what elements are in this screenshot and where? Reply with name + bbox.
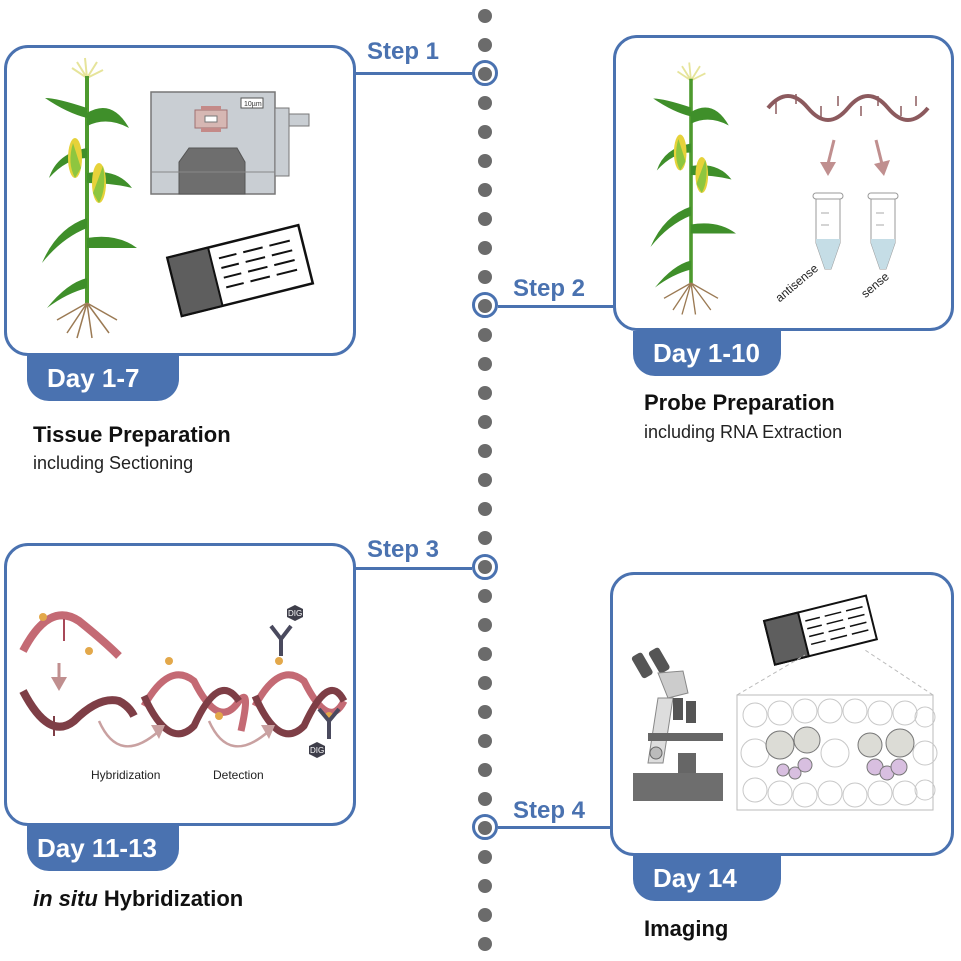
step-title-2: Probe Preparation xyxy=(644,390,835,415)
timeline-dot xyxy=(478,937,492,951)
tube-label-antisense: antisense xyxy=(772,261,821,305)
maize-plant-icon xyxy=(42,57,137,339)
timeline-dot xyxy=(478,647,492,661)
svg-text:DIG: DIG xyxy=(288,609,302,618)
timeline-dot xyxy=(478,386,492,400)
timeline-dot xyxy=(478,270,492,284)
hybridization-illustration: DIG DIG xyxy=(19,605,348,758)
step-marker-2 xyxy=(472,292,498,318)
step-2-card: antisense sense xyxy=(613,35,954,331)
svg-text:10µm: 10µm xyxy=(244,101,262,108)
step-title-3-italic: in situ xyxy=(33,886,98,911)
day-badge-2: Day 1-10 xyxy=(633,331,781,376)
timeline-dot xyxy=(478,676,492,690)
timeline-dot xyxy=(478,154,492,168)
microtome-icon: 10µm xyxy=(150,91,310,195)
step-1-card: 10µm xyxy=(4,45,356,356)
step-title-3-text: Hybridization xyxy=(103,886,244,911)
step-connector-2 xyxy=(498,305,614,308)
timeline-dot xyxy=(478,618,492,632)
timeline-dot xyxy=(478,212,492,226)
timeline-dot xyxy=(478,241,492,255)
caption-detection: Detection xyxy=(213,768,264,782)
step-marker-1 xyxy=(472,60,498,86)
maize-plant-icon xyxy=(650,62,736,315)
svg-text:DIG: DIG xyxy=(310,746,324,755)
day-badge-4: Day 14 xyxy=(633,856,781,901)
timeline-dot xyxy=(478,531,492,545)
timeline-dot xyxy=(478,9,492,23)
step-marker-3 xyxy=(472,554,498,580)
timeline-dot xyxy=(478,734,492,748)
step-title-1: Tissue Preparation xyxy=(33,422,231,447)
timeline-dot xyxy=(478,763,492,777)
timeline-dot xyxy=(478,38,492,52)
caption-hybridization: Hybridization xyxy=(91,768,161,782)
timeline-dot xyxy=(478,125,492,139)
step-connector-1 xyxy=(355,72,472,75)
step-title-4: Imaging xyxy=(644,916,729,941)
timeline-dot xyxy=(478,792,492,806)
step-title-3: in situ Hybridization xyxy=(33,886,243,912)
timeline-dot xyxy=(478,357,492,371)
timeline-dot xyxy=(478,473,492,487)
step-connector-3 xyxy=(355,567,472,570)
timeline-dot xyxy=(478,705,492,719)
timeline-dot xyxy=(478,328,492,342)
timeline-dot xyxy=(478,96,492,110)
arrow-down-icon xyxy=(820,139,890,176)
day-badge-1: Day 1-7 xyxy=(27,356,179,401)
rna-strand-icon xyxy=(766,94,930,122)
tube-sense-icon xyxy=(867,192,899,270)
slide-icon xyxy=(762,594,879,666)
step-label-4: Step 4 xyxy=(513,797,586,824)
step-3-card: DIG DIG Hybridization Detection xyxy=(4,543,356,826)
microscope-slide-icon xyxy=(165,223,315,318)
step-label-1: Step 1 xyxy=(367,38,440,65)
step-4-card xyxy=(610,572,954,856)
step-subtitle-1: including Sectioning xyxy=(33,453,194,473)
day-badge-3: Day 11-13 xyxy=(27,826,179,871)
microscope-icon xyxy=(631,647,723,801)
tube-label-sense: sense xyxy=(858,269,892,301)
timeline-dot xyxy=(478,589,492,603)
timeline-dot xyxy=(478,183,492,197)
tube-antisense-icon xyxy=(812,192,844,270)
step-connector-4 xyxy=(498,826,611,829)
step-subtitle-2: including RNA Extraction xyxy=(644,422,843,442)
timeline-dot xyxy=(478,908,492,922)
tissue-section-zoom xyxy=(736,649,938,811)
timeline-dot xyxy=(478,444,492,458)
timeline-dot xyxy=(478,879,492,893)
timeline-dot xyxy=(478,850,492,864)
step-marker-4 xyxy=(472,814,498,840)
timeline-dot xyxy=(478,502,492,516)
step-label-3: Step 3 xyxy=(367,536,440,563)
step-label-2: Step 2 xyxy=(513,275,586,302)
timeline-dot xyxy=(478,415,492,429)
